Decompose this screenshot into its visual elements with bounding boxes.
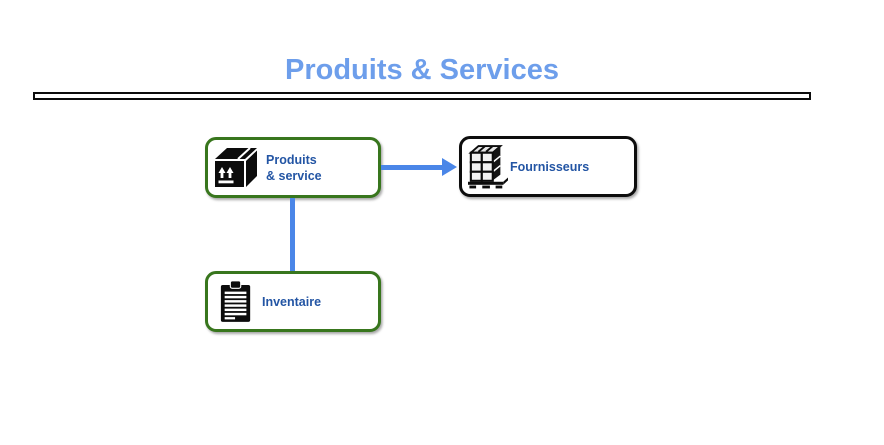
node-fournisseurs[interactable]: Fournisseurs (459, 136, 637, 197)
node-label: Fournisseurs (510, 159, 590, 174)
clipboard-icon (220, 279, 251, 322)
package-icon (215, 146, 257, 187)
node-label: Produits & service (266, 152, 322, 183)
title-divider (33, 92, 811, 100)
connector-produits-to-inventaire (290, 198, 295, 271)
node-produits-service[interactable]: Produits & service (205, 137, 381, 198)
node-label: Inventaire (262, 294, 322, 309)
page-title: Produits & Services (285, 54, 559, 86)
node-inventaire[interactable]: Inventaire (205, 271, 381, 332)
connector-produits-to-fournisseurs (381, 165, 443, 170)
pallet-icon (468, 144, 508, 188)
arrowhead-right-icon (442, 158, 457, 176)
